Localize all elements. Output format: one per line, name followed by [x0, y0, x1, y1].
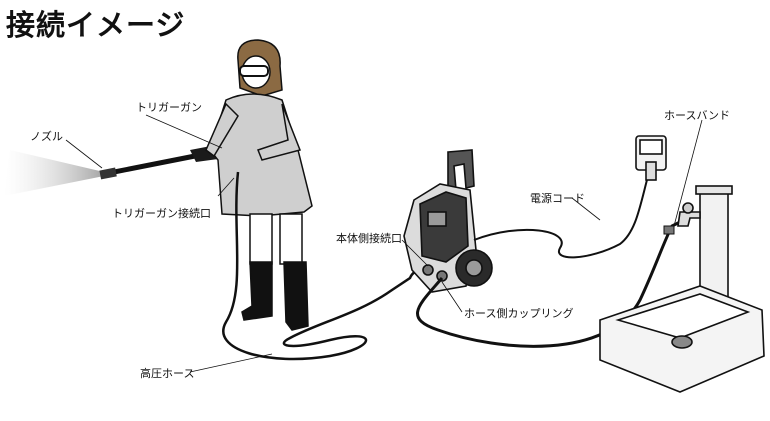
- spray-wand: [99, 153, 198, 180]
- person: [205, 39, 313, 331]
- supply-hose: [416, 216, 689, 348]
- power-cord-line: [473, 175, 649, 259]
- water-spray: [4, 150, 104, 196]
- diagram-title: 接続イメージ: [6, 8, 186, 42]
- leader-lines: [65, 114, 703, 373]
- label-high-pressure-hose: 高圧ホース: [140, 367, 195, 380]
- label-trigger-gun-port: トリガーガン接続口: [112, 207, 211, 220]
- label-hose-band: ホースバンド: [664, 109, 730, 122]
- label-power-cord: 電源コード: [530, 192, 585, 205]
- label-body-port: 本体側接続口: [336, 232, 402, 245]
- hose-band-clamp: [663, 225, 675, 235]
- wall-outlet: [635, 135, 667, 181]
- label-nozzle: ノズル: [30, 130, 63, 143]
- high-pressure-hose: [222, 171, 439, 361]
- label-hose-coupling: ホース側カップリング: [464, 307, 574, 320]
- faucet-sink: [599, 185, 765, 393]
- label-trigger-gun: トリガーガン: [136, 101, 202, 114]
- pressure-washer-unit: [403, 149, 493, 293]
